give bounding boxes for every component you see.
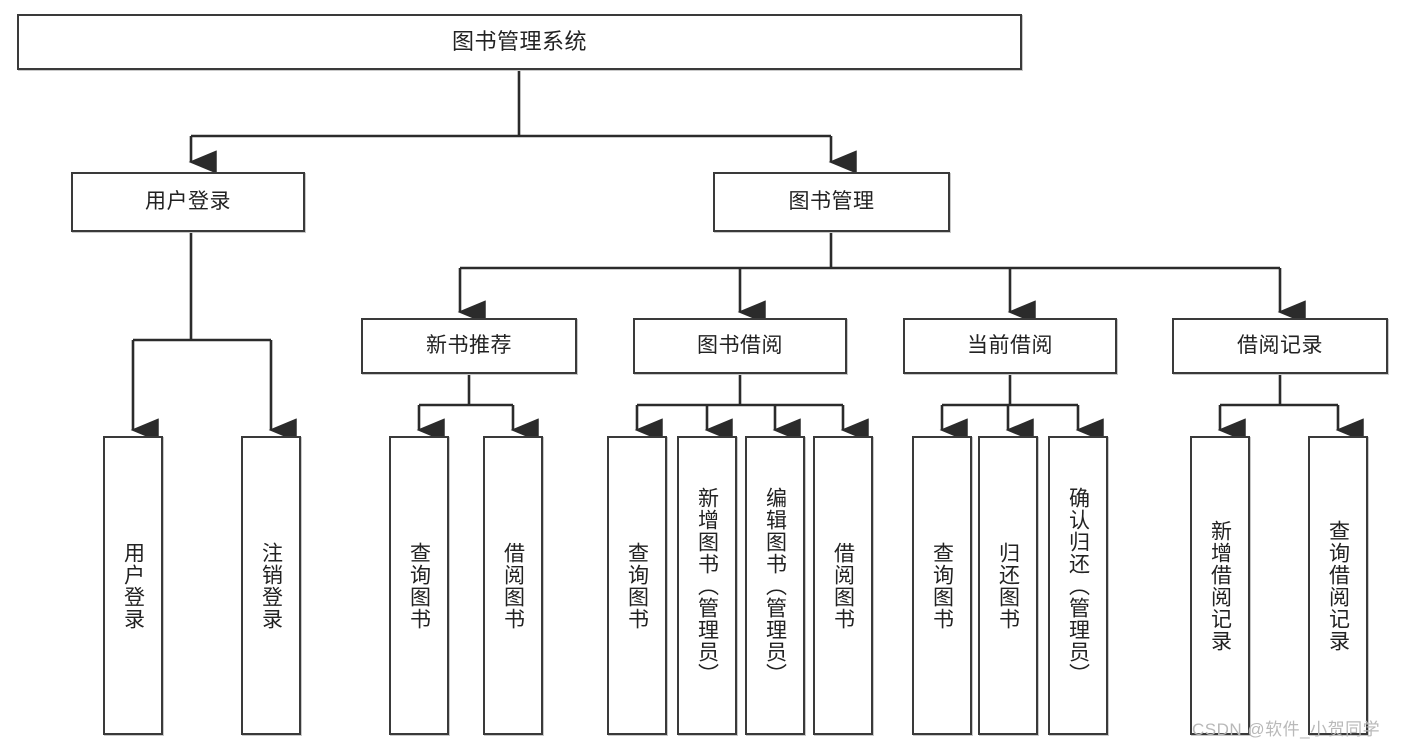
node-label: 新增借阅记录 xyxy=(1208,519,1232,652)
node-borrow-record[interactable]: 借阅记录 xyxy=(1172,318,1388,374)
leaf-user-login[interactable]: 用户登录 xyxy=(103,436,163,735)
leaf-return-book[interactable]: 归还图书 xyxy=(978,436,1038,735)
node-label: 用户登录 xyxy=(121,541,145,630)
leaf-logout-login[interactable]: 注销登录 xyxy=(241,436,301,735)
node-new-book-recommend[interactable]: 新书推荐 xyxy=(361,318,577,374)
leaf-query-book-current[interactable]: 查询图书 xyxy=(912,436,972,735)
leaf-borrow-book[interactable]: 借阅图书 xyxy=(813,436,873,735)
node-book-management-system[interactable]: 图书管理系统 xyxy=(17,14,1022,70)
node-label: 图书借阅 xyxy=(697,333,783,357)
csdn-watermark: CSDN @软件_小贺同学 xyxy=(1192,720,1381,739)
leaf-query-book-borrow[interactable]: 查询图书 xyxy=(607,436,667,735)
node-book-manage[interactable]: 图书管理 xyxy=(713,172,950,232)
node-current-borrow[interactable]: 当前借阅 xyxy=(903,318,1117,374)
node-label: 新书推荐 xyxy=(426,333,512,357)
leaf-edit-book-admin[interactable]: 编辑图书（管理员） xyxy=(745,436,805,735)
node-label: 查询图书 xyxy=(930,541,954,630)
node-label: 借阅图书 xyxy=(831,541,855,630)
node-label: 借阅图书 xyxy=(501,541,525,630)
node-label: 图书管理 xyxy=(788,189,875,213)
node-label: 查询图书 xyxy=(625,541,649,630)
leaf-query-book-recommend[interactable]: 查询图书 xyxy=(389,436,449,735)
node-label: 查询图书 xyxy=(407,541,431,630)
node-label: 用户登录 xyxy=(145,189,231,213)
leaf-borrow-book-recommend[interactable]: 借阅图书 xyxy=(483,436,543,735)
node-label: 图书管理系统 xyxy=(451,29,587,55)
leaf-confirm-return-admin[interactable]: 确认归还（管理员） xyxy=(1048,436,1108,735)
node-label: 编辑图书（管理员） xyxy=(763,486,787,685)
node-book-borrow[interactable]: 图书借阅 xyxy=(633,318,847,374)
node-label: 查询借阅记录 xyxy=(1326,519,1350,652)
node-label: 确认归还（管理员） xyxy=(1066,486,1090,685)
leaf-add-book-admin[interactable]: 新增图书（管理员） xyxy=(677,436,737,735)
leaf-add-borrow-record[interactable]: 新增借阅记录 xyxy=(1190,436,1250,735)
node-user-login[interactable]: 用户登录 xyxy=(71,172,305,232)
node-label: 新增图书（管理员） xyxy=(695,486,719,685)
node-label: 当前借阅 xyxy=(967,333,1053,357)
node-label: 注销登录 xyxy=(259,541,283,630)
node-label: 归还图书 xyxy=(996,541,1020,630)
leaf-query-borrow-record[interactable]: 查询借阅记录 xyxy=(1308,436,1368,735)
node-label: 借阅记录 xyxy=(1237,333,1323,357)
